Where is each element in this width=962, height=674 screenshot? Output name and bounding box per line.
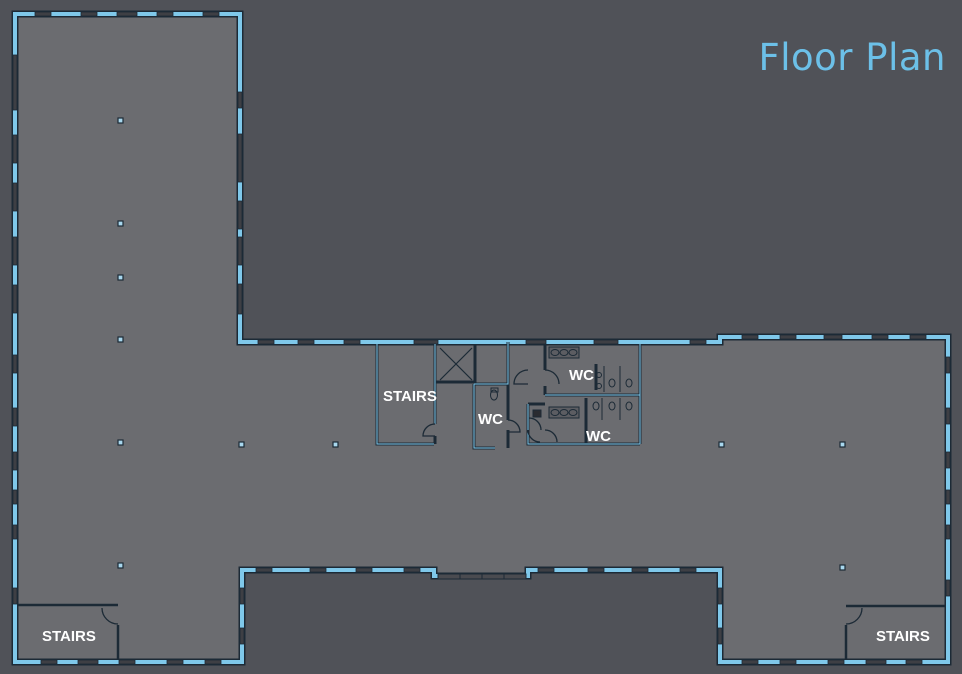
room-label-wc-upper: WC bbox=[569, 367, 594, 384]
room-label-wc-accessible: WC bbox=[478, 411, 503, 428]
room-label-stairs-southwest: STAIRS bbox=[42, 628, 96, 645]
floor-area bbox=[15, 14, 948, 662]
room-label-wc-lower: WC bbox=[586, 428, 611, 445]
main-entrance bbox=[437, 573, 527, 580]
core-walls-highlight bbox=[376, 342, 641, 449]
room-label-stairs-core: STAIRS bbox=[383, 388, 437, 405]
columns bbox=[117, 117, 846, 571]
room-label-stairs-southeast: STAIRS bbox=[876, 628, 930, 645]
stair-enclosures bbox=[17, 603, 946, 660]
door-swings bbox=[422, 369, 560, 443]
stair-enclosure-doors bbox=[101, 607, 863, 625]
windows bbox=[12, 11, 951, 665]
sanitary-fixtures bbox=[490, 346, 633, 420]
page-title: Floor Plan bbox=[758, 36, 946, 79]
lift-shaft-icon bbox=[439, 347, 473, 381]
